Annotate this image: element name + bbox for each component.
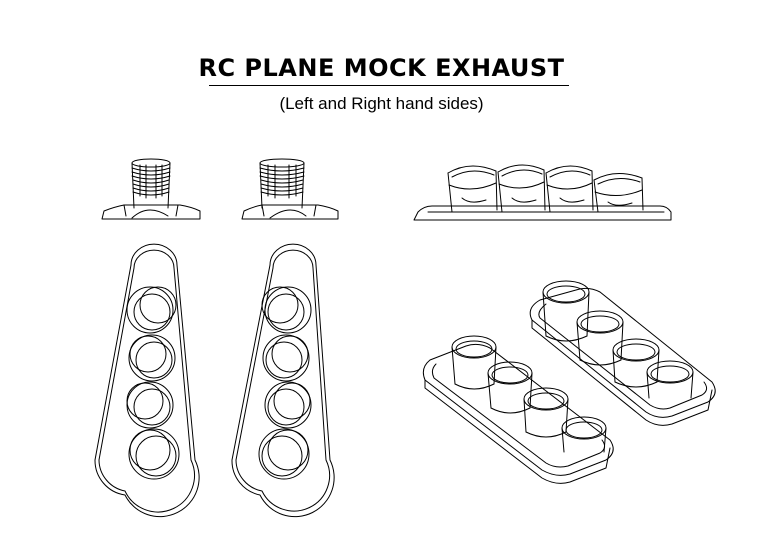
- drawing-title: RC PLANE MOCK EXHAUST: [198, 54, 565, 82]
- title-underline: [209, 85, 569, 86]
- front-stack-1: [448, 166, 497, 212]
- top-right-plate-inner: [236, 250, 330, 511]
- side-left-base-slope: [132, 210, 168, 218]
- side-right-tube: [260, 163, 304, 208]
- side-left-tube: [132, 163, 170, 208]
- top-left-stack-4: [129, 429, 179, 479]
- top-left-stack-2: [129, 335, 175, 381]
- iso-back-plate: [530, 288, 715, 425]
- side-left-base-plate: [102, 205, 200, 219]
- iso-front-stack-4: [562, 417, 606, 452]
- top-right-stack-2: [263, 335, 309, 381]
- top-left-plate-outline: [95, 244, 199, 517]
- side-right-tube-top: [260, 159, 304, 167]
- top-view-right: [232, 244, 334, 517]
- side-view-left: [102, 159, 200, 219]
- side-right-threads: [260, 165, 304, 198]
- top-view-left: [95, 244, 199, 517]
- side-left-base-inner: [124, 205, 178, 216]
- drawing-subtitle: (Left and Right hand sides): [279, 94, 484, 113]
- front-view-row: [414, 165, 671, 220]
- iso-back-stack-3: [613, 339, 659, 387]
- top-right-stack-1: [262, 287, 311, 333]
- top-left-stack-3: [127, 382, 173, 428]
- top-left-stack-1: [127, 287, 176, 333]
- front-base-plate: [414, 206, 671, 220]
- front-stack-2: [498, 165, 545, 212]
- top-left-plate-inner: [99, 250, 194, 512]
- iso-front-plate: [423, 344, 613, 483]
- side-view-right: [242, 159, 338, 219]
- iso-front-stack-1: [452, 336, 496, 389]
- iso-back-stack-2: [577, 311, 623, 365]
- side-right-base-slope: [270, 210, 306, 218]
- top-right-stack-3: [265, 382, 311, 428]
- isometric-view-pair: [423, 281, 715, 483]
- top-right-plate-outline: [232, 244, 334, 517]
- side-right-base-plate: [242, 205, 338, 219]
- iso-back-stack-4: [647, 361, 693, 398]
- iso-front-stack-3: [524, 388, 568, 437]
- front-stack-4: [594, 173, 643, 212]
- front-stack-3: [546, 166, 593, 212]
- iso-front-stack-2: [488, 362, 532, 413]
- side-left-threads: [132, 165, 170, 198]
- iso-back-stack-1: [543, 281, 589, 341]
- top-right-stack-4: [259, 429, 309, 479]
- side-left-tube-top: [132, 159, 170, 167]
